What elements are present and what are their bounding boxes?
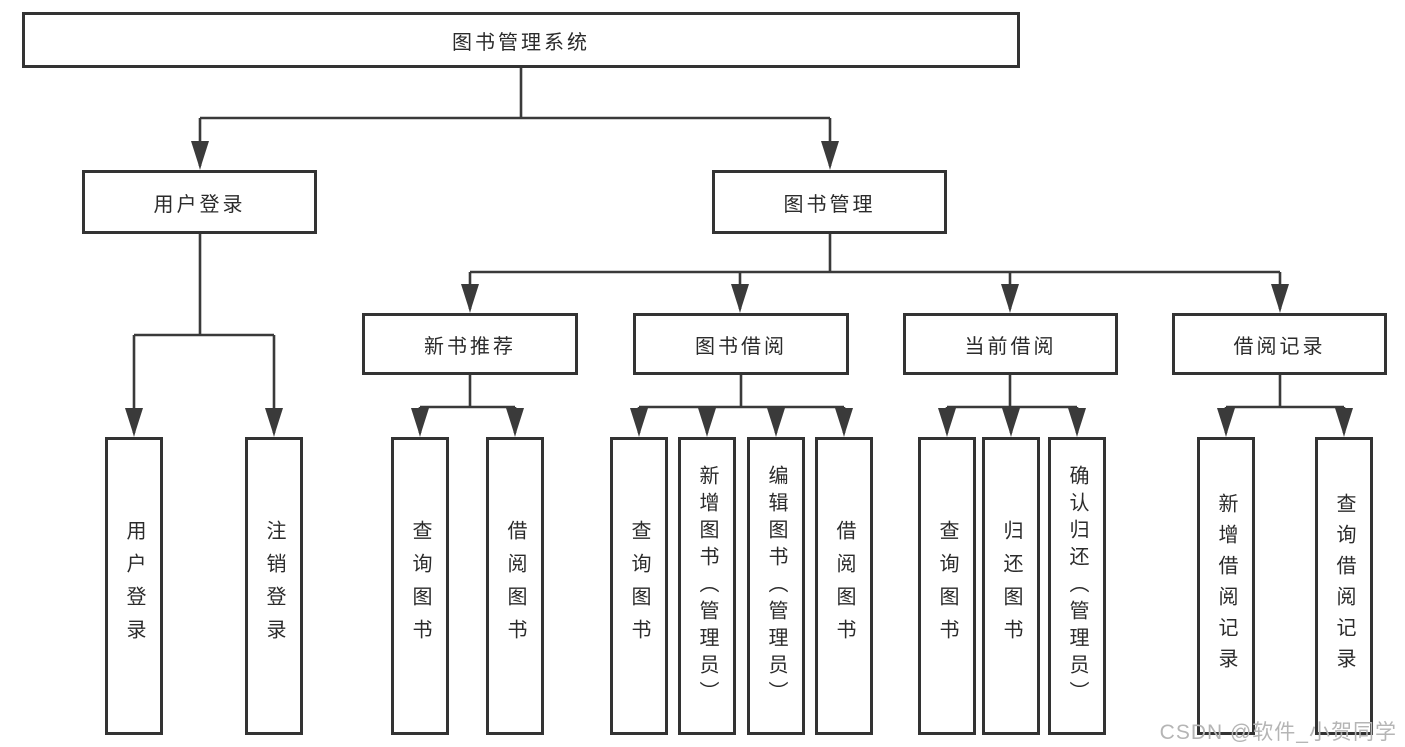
arrowhead-icon [731, 284, 749, 313]
leaf-query-borrow-record: 查询借阅记录 [1315, 437, 1373, 735]
node-library-management-system: 图书管理系统 [22, 12, 1020, 68]
arrowhead-icon [821, 141, 839, 170]
arrowhead-icon [1271, 284, 1289, 313]
csdn-watermark: CSDN @软件_小贺同学 [1159, 721, 1397, 744]
leaf-query-books-borrow: 查询图书 [610, 437, 668, 735]
arrowhead-icon [411, 408, 429, 437]
arrowhead-icon [506, 408, 524, 437]
arrowhead-icon [630, 408, 648, 437]
node-user-login: 用户登录 [82, 170, 317, 234]
leaf-query-books-recommend: 查询图书 [391, 437, 449, 735]
arrowhead-icon [1068, 408, 1086, 437]
arrowhead-icon [938, 408, 956, 437]
node-book-borrowing: 图书借阅 [633, 313, 849, 375]
node-borrowing-records: 借阅记录 [1172, 313, 1387, 375]
arrowhead-icon [1217, 408, 1235, 437]
node-new-book-recommendation: 新书推荐 [362, 313, 578, 375]
leaf-add-books-admin: 新增图书（管理员） [678, 437, 736, 735]
arrowhead-icon [1002, 408, 1020, 437]
leaf-borrow-books: 借阅图书 [815, 437, 873, 735]
leaf-confirm-return-admin: 确认归还（管理员） [1048, 437, 1106, 735]
leaf-query-books-current: 查询图书 [918, 437, 976, 735]
leaf-user-login: 用户登录 [105, 437, 163, 735]
arrowhead-icon [125, 408, 143, 437]
arrowhead-icon [191, 141, 209, 170]
leaf-return-books: 归还图书 [982, 437, 1040, 735]
node-book-management: 图书管理 [712, 170, 947, 234]
arrowhead-icon [767, 408, 785, 437]
node-current-borrowing: 当前借阅 [903, 313, 1118, 375]
arrowhead-icon [835, 408, 853, 437]
leaf-logout-login: 注销登录 [245, 437, 303, 735]
leaf-borrow-books-recommend: 借阅图书 [486, 437, 544, 735]
leaf-add-borrow-record: 新增借阅记录 [1197, 437, 1255, 735]
arrowhead-icon [1335, 408, 1353, 437]
arrowhead-icon [698, 408, 716, 437]
arrowhead-icon [265, 408, 283, 437]
leaf-edit-books-admin: 编辑图书（管理员） [747, 437, 805, 735]
arrowhead-icon [1001, 284, 1019, 313]
arrowhead-icon [461, 284, 479, 313]
